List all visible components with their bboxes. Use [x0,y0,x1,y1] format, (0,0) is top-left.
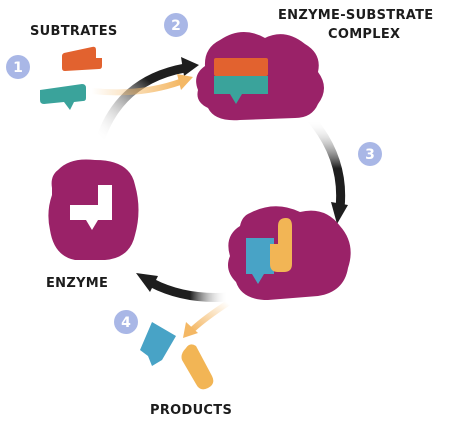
arrow-enzyme-to-complex [95,57,199,145]
step-number-2: 2 [171,18,181,34]
step-badge-3: 3 [358,142,382,166]
step-number-4: 4 [121,315,131,331]
step-number-1: 1 [13,60,23,76]
product-blue-icon [140,322,176,366]
complex-label-line1: ENZYME-SUBSTRATE [278,8,434,23]
arrow-product-release [183,300,231,338]
step-badge-4: 4 [114,310,138,334]
product-yellow-icon [181,344,214,390]
arrow-substrate-binding [89,74,193,96]
substrate-teal-icon [40,84,86,110]
substrate-orange-icon [62,46,102,71]
enzyme-substrate-complex-icon [196,31,324,121]
arrow-complex-to-bound [307,115,348,224]
step-badge-1: 1 [6,55,30,79]
free-enzyme-icon [48,159,139,260]
arrow-products-to-enzyme [136,273,233,302]
substrates-label: SUBTRATES [30,24,118,39]
products-label: PRODUCTS [150,403,233,418]
complex-label-line2: COMPLEX [328,27,401,42]
enzyme-label: ENZYME [46,276,109,291]
step-number-3: 3 [365,147,375,163]
step-badge-2: 2 [164,13,188,37]
enzyme-product-complex-icon [228,206,351,300]
